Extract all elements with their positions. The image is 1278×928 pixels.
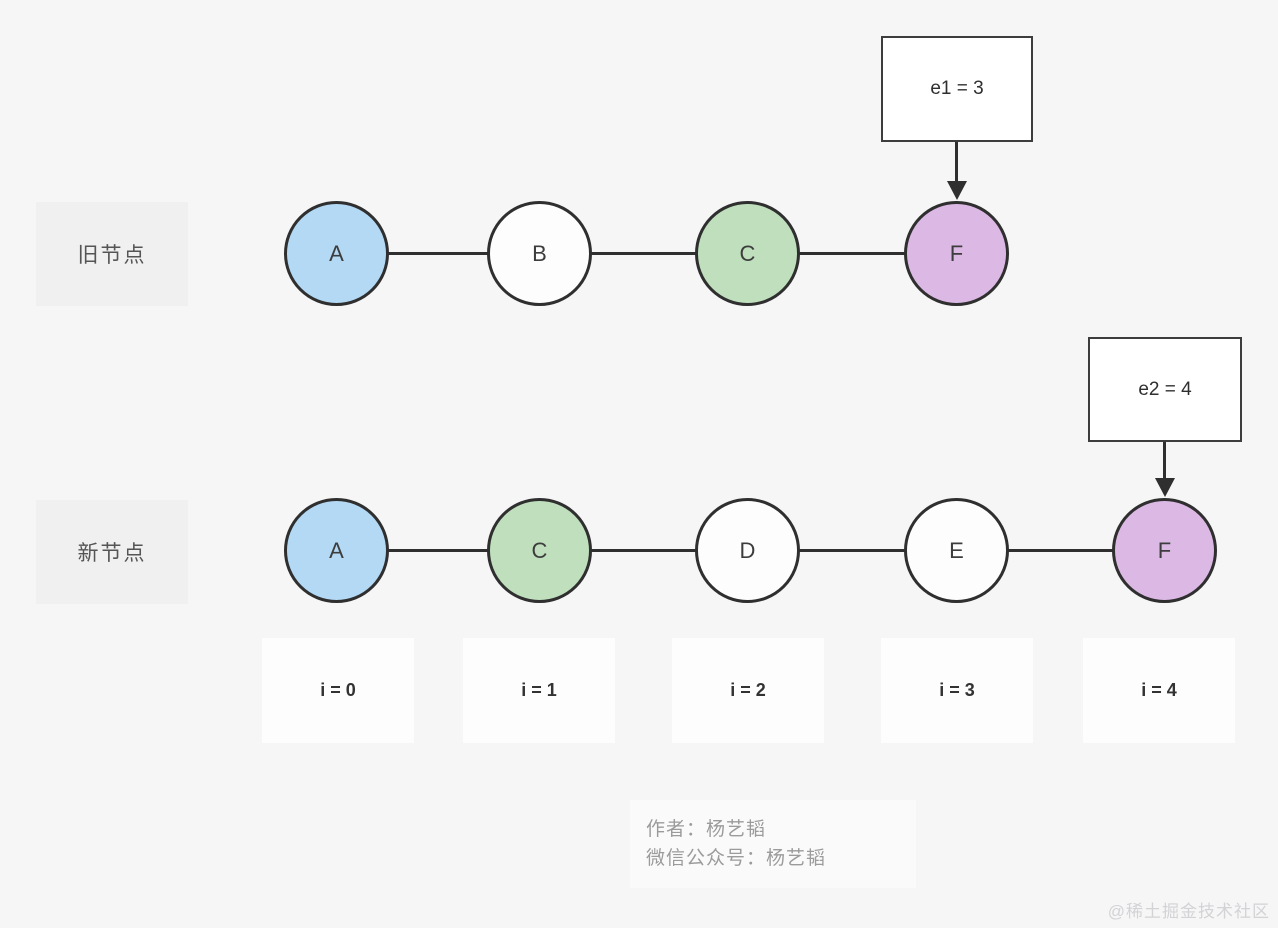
- e1-arrow-line: [955, 142, 958, 186]
- old-node-C: C: [695, 201, 800, 306]
- old-node-F: F: [904, 201, 1009, 306]
- footer-wechat-line: 微信公众号：杨艺韬: [646, 848, 827, 869]
- index-label-4: i = 4: [1083, 638, 1235, 743]
- new-node-D: D: [695, 498, 800, 603]
- footer-author-box: 作者：杨艺韬 微信公众号：杨艺韬: [630, 800, 916, 888]
- index-label-3: i = 3: [881, 638, 1033, 743]
- index-label-0: i = 0: [262, 638, 414, 743]
- new-node-C: C: [487, 498, 592, 603]
- old-row-connector: [337, 252, 957, 255]
- juejin-watermark: @稀土掘金技术社区: [1107, 902, 1270, 921]
- old-node-B: B: [487, 201, 592, 306]
- footer-author-line: 作者：杨艺韬: [646, 819, 767, 840]
- new-node-E: E: [904, 498, 1009, 603]
- e2-pointer-box: e2 = 4: [1088, 337, 1242, 442]
- e2-arrow-line: [1163, 442, 1166, 482]
- old-row-label: 旧节点: [36, 202, 188, 306]
- index-label-2: i = 2: [672, 638, 824, 743]
- new-row-label: 新节点: [36, 500, 188, 604]
- index-label-1: i = 1: [463, 638, 615, 743]
- new-node-A: A: [284, 498, 389, 603]
- old-node-A: A: [284, 201, 389, 306]
- e2-arrowhead-icon: [1155, 478, 1175, 497]
- e1-pointer-box: e1 = 3: [881, 36, 1033, 142]
- e1-arrowhead-icon: [947, 181, 967, 200]
- new-node-F: F: [1112, 498, 1217, 603]
